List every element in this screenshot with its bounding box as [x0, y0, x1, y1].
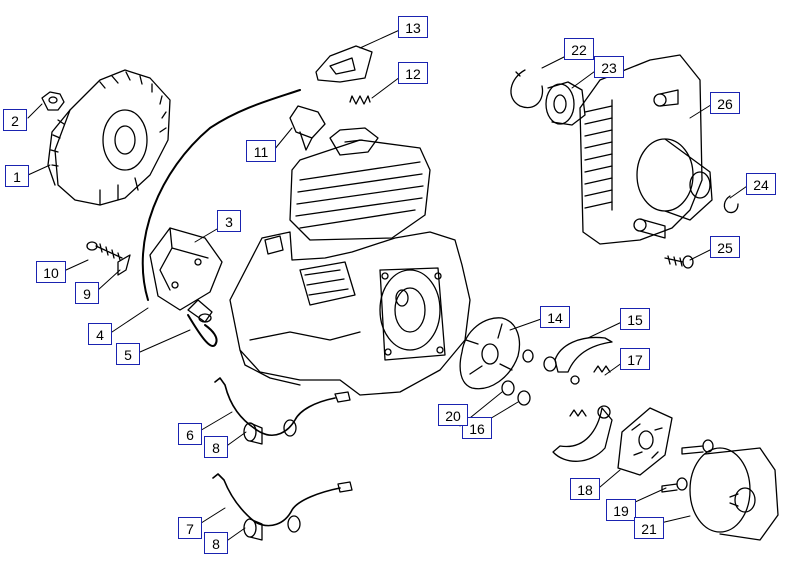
callout-24[interactable]: 24	[746, 173, 776, 195]
grommet-part-8b	[283, 419, 297, 437]
callout-23[interactable]: 23	[594, 56, 624, 78]
callout-16[interactable]: 16	[462, 417, 492, 439]
callout-20[interactable]: 20	[438, 404, 468, 426]
callout-1[interactable]: 1	[5, 165, 29, 187]
callout-6[interactable]: 6	[178, 423, 202, 445]
spring-part-17b	[569, 409, 587, 417]
callout-7[interactable]: 7	[178, 517, 202, 539]
wire-part-7	[212, 473, 353, 527]
bearing-part	[545, 81, 586, 126]
callout-13[interactable]: 13	[398, 16, 428, 38]
screw-part-10	[86, 241, 123, 261]
leader-lines	[27, 27, 751, 541]
circlip-part-22	[510, 69, 544, 109]
spring-part-12	[349, 95, 371, 105]
circlip-part-24	[723, 195, 739, 214]
callout-5[interactable]: 5	[116, 343, 140, 365]
callout-9[interactable]: 9	[75, 282, 99, 304]
callout-4[interactable]: 4	[88, 323, 112, 345]
callout-8b[interactable]: 8	[204, 532, 228, 554]
callout-8a[interactable]: 8	[204, 436, 228, 458]
callout-25[interactable]: 25	[710, 236, 740, 258]
flywheel-part	[47, 69, 171, 206]
callout-12[interactable]: 12	[398, 62, 428, 84]
clutch-shoe-part-18	[552, 405, 613, 462]
clutch-plate-part	[617, 407, 673, 476]
cap-part-13	[315, 45, 373, 83]
screw-part-19b	[661, 477, 688, 493]
grommet-part-8a	[243, 422, 263, 445]
callout-22[interactable]: 22	[564, 38, 594, 60]
spark-plug-terminal-part	[289, 105, 326, 151]
callout-2[interactable]: 2	[3, 109, 27, 131]
callout-26[interactable]: 26	[710, 92, 740, 114]
wire-part-6	[214, 377, 351, 436]
callout-15[interactable]: 15	[620, 308, 650, 330]
callout-11[interactable]: 11	[246, 140, 276, 162]
spark-plug-boot-part	[187, 299, 213, 323]
callout-21[interactable]: 21	[634, 517, 664, 539]
callout-18[interactable]: 18	[570, 478, 600, 500]
callout-10[interactable]: 10	[36, 261, 66, 283]
grommet-part-8c	[243, 518, 263, 541]
callout-17[interactable]: 17	[620, 348, 650, 370]
screw-part-25	[664, 255, 694, 269]
ignition-lead-part	[141, 89, 301, 301]
callout-14[interactable]: 14	[540, 306, 570, 328]
spring-part-17a	[593, 365, 611, 373]
engine-crankcase-part	[229, 127, 471, 396]
clutch-housing-part	[579, 54, 713, 245]
clutch-carrier-part	[459, 317, 521, 390]
spring-clip-part	[117, 254, 131, 276]
clutch-shoe-part-15	[543, 336, 613, 385]
nut-part	[41, 91, 65, 111]
callout-19[interactable]: 19	[606, 499, 636, 521]
clutch-drum-part	[689, 447, 779, 541]
grommet-part-8d	[287, 515, 301, 533]
callout-3[interactable]: 3	[217, 210, 241, 232]
ignition-module-part	[149, 227, 223, 311]
bushing-part-16	[501, 349, 534, 406]
